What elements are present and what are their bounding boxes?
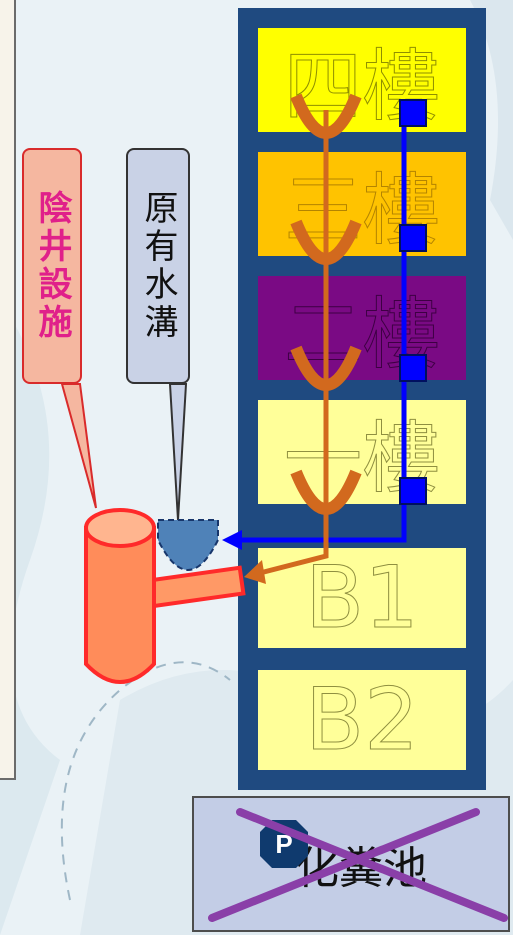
rain-inlet-2 xyxy=(399,354,427,382)
sewer-trap-1 xyxy=(290,469,362,515)
rain-inlet-3 xyxy=(399,224,427,252)
sewer-trap-2 xyxy=(290,345,362,391)
manhole-body xyxy=(84,526,156,684)
manhole-top xyxy=(84,508,156,548)
floor-b2-label: B2 xyxy=(305,670,420,771)
original-ditch-callout-label: 原有水溝 xyxy=(138,190,178,342)
original-ditch-callout: 原有水溝 xyxy=(126,148,190,384)
sewer-trap-4 xyxy=(290,93,362,139)
rain-pipe xyxy=(240,110,407,543)
manhole-callout: 陰井設施 xyxy=(22,148,82,384)
cross-line-1 xyxy=(208,808,480,922)
floor-b1-label: B1 xyxy=(305,548,420,649)
floor-1: 一樓 xyxy=(258,400,466,505)
rain-inlet-1 xyxy=(399,477,427,505)
floor-b2: B2 xyxy=(258,670,466,771)
rain-pipe-arrowhead xyxy=(222,530,242,550)
floor-b1: B1 xyxy=(258,548,466,649)
left-panel-edge xyxy=(0,0,16,780)
sewer-trap-3 xyxy=(290,219,362,265)
original-ditch-basin xyxy=(157,519,219,571)
septic-tank-label: 化糞池 xyxy=(295,843,427,894)
building-frame xyxy=(238,8,486,790)
rain-inlet-4 xyxy=(399,99,427,127)
manhole-callout-label: 陰井設施 xyxy=(32,190,72,342)
parking-badge-text: P xyxy=(275,829,292,859)
cross-line-2 xyxy=(236,808,508,922)
sewer-pipe-arrowhead xyxy=(244,560,266,584)
